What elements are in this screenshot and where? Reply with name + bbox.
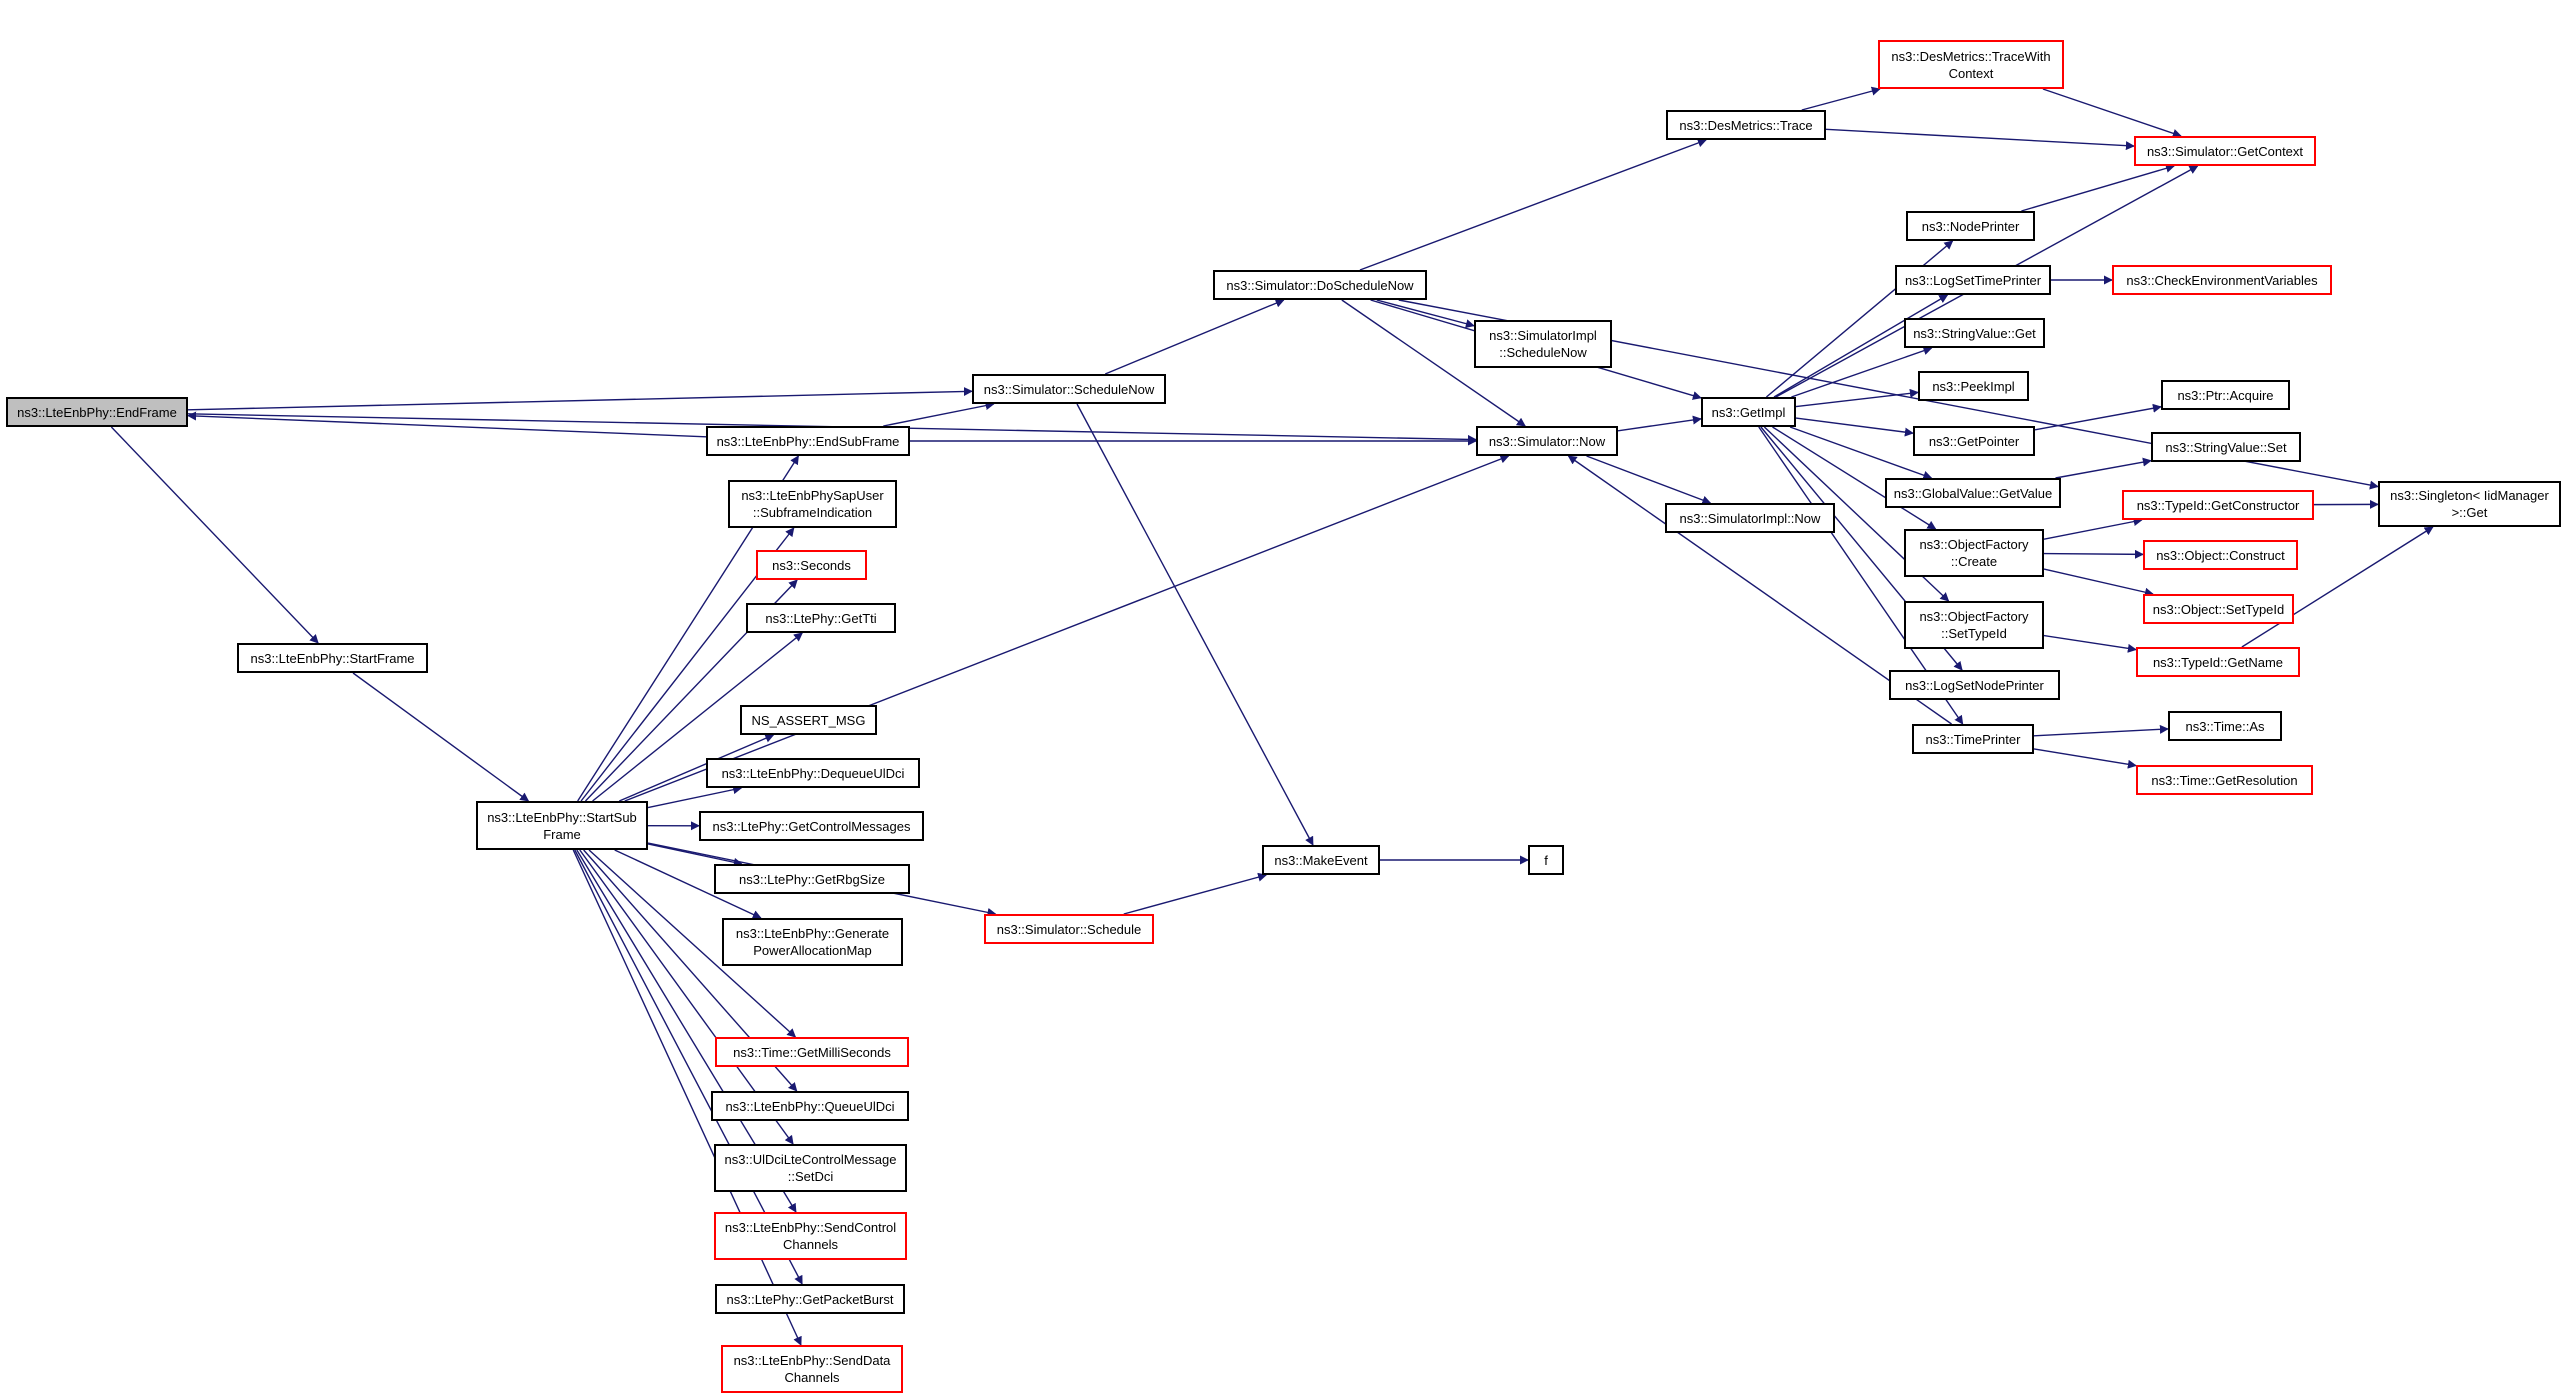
edge-simsched-to-makeevent xyxy=(1124,875,1266,914)
node-sapuser[interactable]: ns3::LteEnbPhySapUser ::SubframeIndicati… xyxy=(728,480,897,528)
node-sendctrl[interactable]: ns3::LteEnbPhy::SendControl Channels xyxy=(714,1212,907,1260)
node-seconds[interactable]: ns3::Seconds xyxy=(756,550,867,580)
edge-startsub-to-getrbg xyxy=(648,844,742,864)
node-globalval[interactable]: ns3::GlobalValue::GetValue xyxy=(1885,478,2061,508)
edge-endframe-to-startframe xyxy=(111,427,318,643)
edge-nodeprinter-to-getcontext xyxy=(2021,166,2174,211)
node-nodeprinter[interactable]: ns3::NodePrinter xyxy=(1906,211,2035,241)
node-dequeue[interactable]: ns3::LteEnbPhy::DequeueUlDci xyxy=(706,758,920,788)
node-strvalset[interactable]: ns3::StringValue::Set xyxy=(2151,432,2301,462)
node-logsettime[interactable]: ns3::LogSetTimePrinter xyxy=(1895,265,2051,295)
node-senddata[interactable]: ns3::LteEnbPhy::SendData Channels xyxy=(721,1345,903,1393)
edge-globalval-to-strvalset xyxy=(2056,461,2152,478)
edge-getimpl-to-getpointer xyxy=(1796,418,1913,433)
node-simnow[interactable]: ns3::Simulator::Now xyxy=(1476,426,1618,456)
node-endframe[interactable]: ns3::LteEnbPhy::EndFrame xyxy=(6,397,188,427)
edge-endframe-to-schednow xyxy=(188,391,972,410)
node-endsub[interactable]: ns3::LteEnbPhy::EndSubFrame xyxy=(706,426,910,456)
edge-getimpl-to-strvalget xyxy=(1791,348,1931,397)
node-getctrlmsg[interactable]: ns3::LtePhy::GetControlMessages xyxy=(699,811,924,841)
edge-ofcreate-to-getctor xyxy=(2044,520,2142,539)
edge-schednow-to-doschednow xyxy=(1105,300,1284,374)
edge-startsub-to-dequeue xyxy=(648,788,741,808)
edge-destrace-to-getcontext xyxy=(1826,129,2134,146)
node-gettti[interactable]: ns3::LtePhy::GetTti xyxy=(746,603,896,633)
node-ofcreate[interactable]: ns3::ObjectFactory ::Create xyxy=(1904,529,2044,577)
node-f[interactable]: f xyxy=(1528,845,1564,875)
node-getctor[interactable]: ns3::TypeId::GetConstructor xyxy=(2122,490,2314,520)
node-simimplnow[interactable]: ns3::SimulatorImpl::Now xyxy=(1665,503,1835,533)
edge-destrace-to-destracectx xyxy=(1802,89,1880,110)
node-queueul[interactable]: ns3::LteEnbPhy::QueueUlDci xyxy=(711,1091,909,1121)
edge-simnow-to-getimpl xyxy=(1618,419,1701,431)
node-schednow[interactable]: ns3::Simulator::ScheduleNow xyxy=(972,374,1166,404)
node-objconstruct[interactable]: ns3::Object::Construct xyxy=(2143,540,2298,570)
node-startframe[interactable]: ns3::LteEnbPhy::StartFrame xyxy=(237,643,428,673)
edge-destracectx-to-getcontext xyxy=(2043,89,2181,136)
edge-doschednow-to-simimplsched xyxy=(1377,300,1474,326)
node-getmilli[interactable]: ns3::Time::GetMilliSeconds xyxy=(715,1037,909,1067)
node-ptracquire[interactable]: ns3::Ptr::Acquire xyxy=(2161,380,2290,410)
edge-endsub-to-schednow xyxy=(883,404,993,426)
node-singleton[interactable]: ns3::Singleton< IidManager >::Get xyxy=(2378,481,2561,527)
edge-timeprinter-to-getres xyxy=(2034,749,2136,766)
node-ofsettypeid[interactable]: ns3::ObjectFactory ::SetTypeId xyxy=(1904,601,2044,649)
node-objsettypeid[interactable]: ns3::Object::SetTypeId xyxy=(2143,594,2294,624)
node-startsub[interactable]: ns3::LteEnbPhy::StartSub Frame xyxy=(476,801,648,850)
edge-simnow-to-simimplnow xyxy=(1587,456,1711,503)
edge-schednow-to-makeevent xyxy=(1077,404,1313,845)
node-getpktburst[interactable]: ns3::LtePhy::GetPacketBurst xyxy=(715,1284,905,1314)
node-simsched[interactable]: ns3::Simulator::Schedule xyxy=(984,914,1154,944)
node-getrbg[interactable]: ns3::LtePhy::GetRbgSize xyxy=(714,864,910,894)
edge-startframe-to-startsub xyxy=(353,673,528,801)
node-destrace[interactable]: ns3::DesMetrics::Trace xyxy=(1666,110,1826,140)
node-getcontext[interactable]: ns3::Simulator::GetContext xyxy=(2134,136,2316,166)
edge-ofsettypeid-to-getname xyxy=(2044,636,2136,650)
node-timeas[interactable]: ns3::Time::As xyxy=(2168,711,2282,741)
node-nsassert[interactable]: NS_ASSERT_MSG xyxy=(740,705,877,735)
node-simimplsched[interactable]: ns3::SimulatorImpl ::ScheduleNow xyxy=(1474,320,1612,368)
edge-getimpl-to-peekimpl xyxy=(1796,392,1918,406)
node-setdci[interactable]: ns3::UlDciLteControlMessage ::SetDci xyxy=(714,1144,907,1192)
node-getimpl[interactable]: ns3::GetImpl xyxy=(1701,397,1796,427)
node-getres[interactable]: ns3::Time::GetResolution xyxy=(2136,765,2313,795)
edge-ofcreate-to-objsettypeid xyxy=(2044,569,2153,594)
node-getname[interactable]: ns3::TypeId::GetName xyxy=(2136,647,2300,677)
node-checkenv[interactable]: ns3::CheckEnvironmentVariables xyxy=(2112,265,2332,295)
node-destracectx[interactable]: ns3::DesMetrics::TraceWith Context xyxy=(1878,40,2064,89)
node-makeevent[interactable]: ns3::MakeEvent xyxy=(1262,845,1380,875)
node-getpointer[interactable]: ns3::GetPointer xyxy=(1913,426,2035,456)
node-doschednow[interactable]: ns3::Simulator::DoScheduleNow xyxy=(1213,270,1427,300)
node-timeprinter[interactable]: ns3::TimePrinter xyxy=(1912,724,2034,754)
node-logsetnode[interactable]: ns3::LogSetNodePrinter xyxy=(1889,670,2060,700)
edge-doschednow-to-destrace xyxy=(1360,140,1706,270)
node-peekimpl[interactable]: ns3::PeekImpl xyxy=(1918,371,2029,401)
edge-ofcreate-to-objconstruct xyxy=(2044,554,2143,555)
edge-timeprinter-to-timeas xyxy=(2034,729,2168,736)
node-strvalget[interactable]: ns3::StringValue::Get xyxy=(1904,318,2045,348)
node-genpower[interactable]: ns3::LteEnbPhy::Generate PowerAllocation… xyxy=(722,918,903,966)
edge-getpointer-to-ptracquire xyxy=(2035,407,2161,430)
